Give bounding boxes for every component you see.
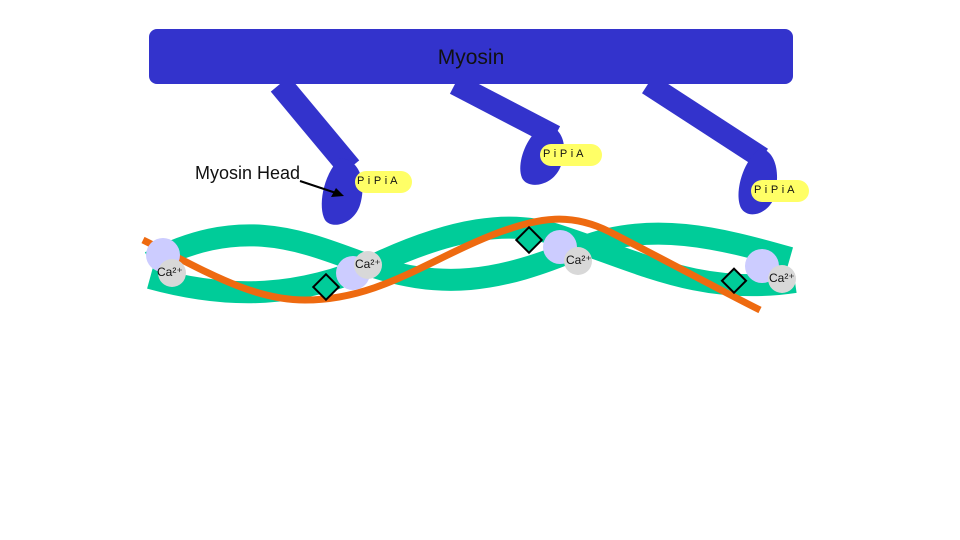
calcium-label-3: Ca²⁺ <box>566 253 592 267</box>
myosin-neck-2 <box>449 74 561 146</box>
binding-sites <box>311 225 748 302</box>
myosin-necks <box>270 74 768 176</box>
actin-strand-a <box>144 222 794 291</box>
myosin-head-1 <box>321 158 363 225</box>
atp-groups <box>355 144 809 202</box>
myosin-neck-3 <box>642 74 768 168</box>
tropomyosin-strand <box>141 215 762 314</box>
calcium-ion-3 <box>564 247 592 275</box>
calcium-label-4: Ca²⁺ <box>769 271 795 285</box>
troponin-complexes <box>146 230 796 293</box>
calcium-label-1: Ca²⁺ <box>157 265 183 279</box>
atp-pill-1 <box>355 171 412 193</box>
myosin-filament: Myosin <box>149 29 793 84</box>
myosin-neck-1 <box>270 76 360 176</box>
atp-label-1: P i P i A <box>357 175 398 187</box>
atp-label-3: P i P i A <box>754 184 795 196</box>
binding-site-3 <box>720 267 748 295</box>
atp-pill-3 <box>751 180 809 202</box>
atp-label-2: P i P i A <box>543 148 584 160</box>
atp-pill-2 <box>540 144 602 166</box>
calcium-ion-1 <box>158 259 186 287</box>
binding-site-1 <box>311 272 341 302</box>
calcium-label-2: Ca²⁺ <box>355 257 381 271</box>
calcium-ion-2 <box>354 251 382 279</box>
calcium-ion-4 <box>768 265 796 293</box>
myosin-label: Myosin <box>437 46 505 69</box>
pointer-arrow <box>299 180 344 197</box>
myosin-head-label: Myosin Head <box>195 163 301 183</box>
actin-filament <box>144 216 797 304</box>
binding-site-2 <box>514 225 544 255</box>
